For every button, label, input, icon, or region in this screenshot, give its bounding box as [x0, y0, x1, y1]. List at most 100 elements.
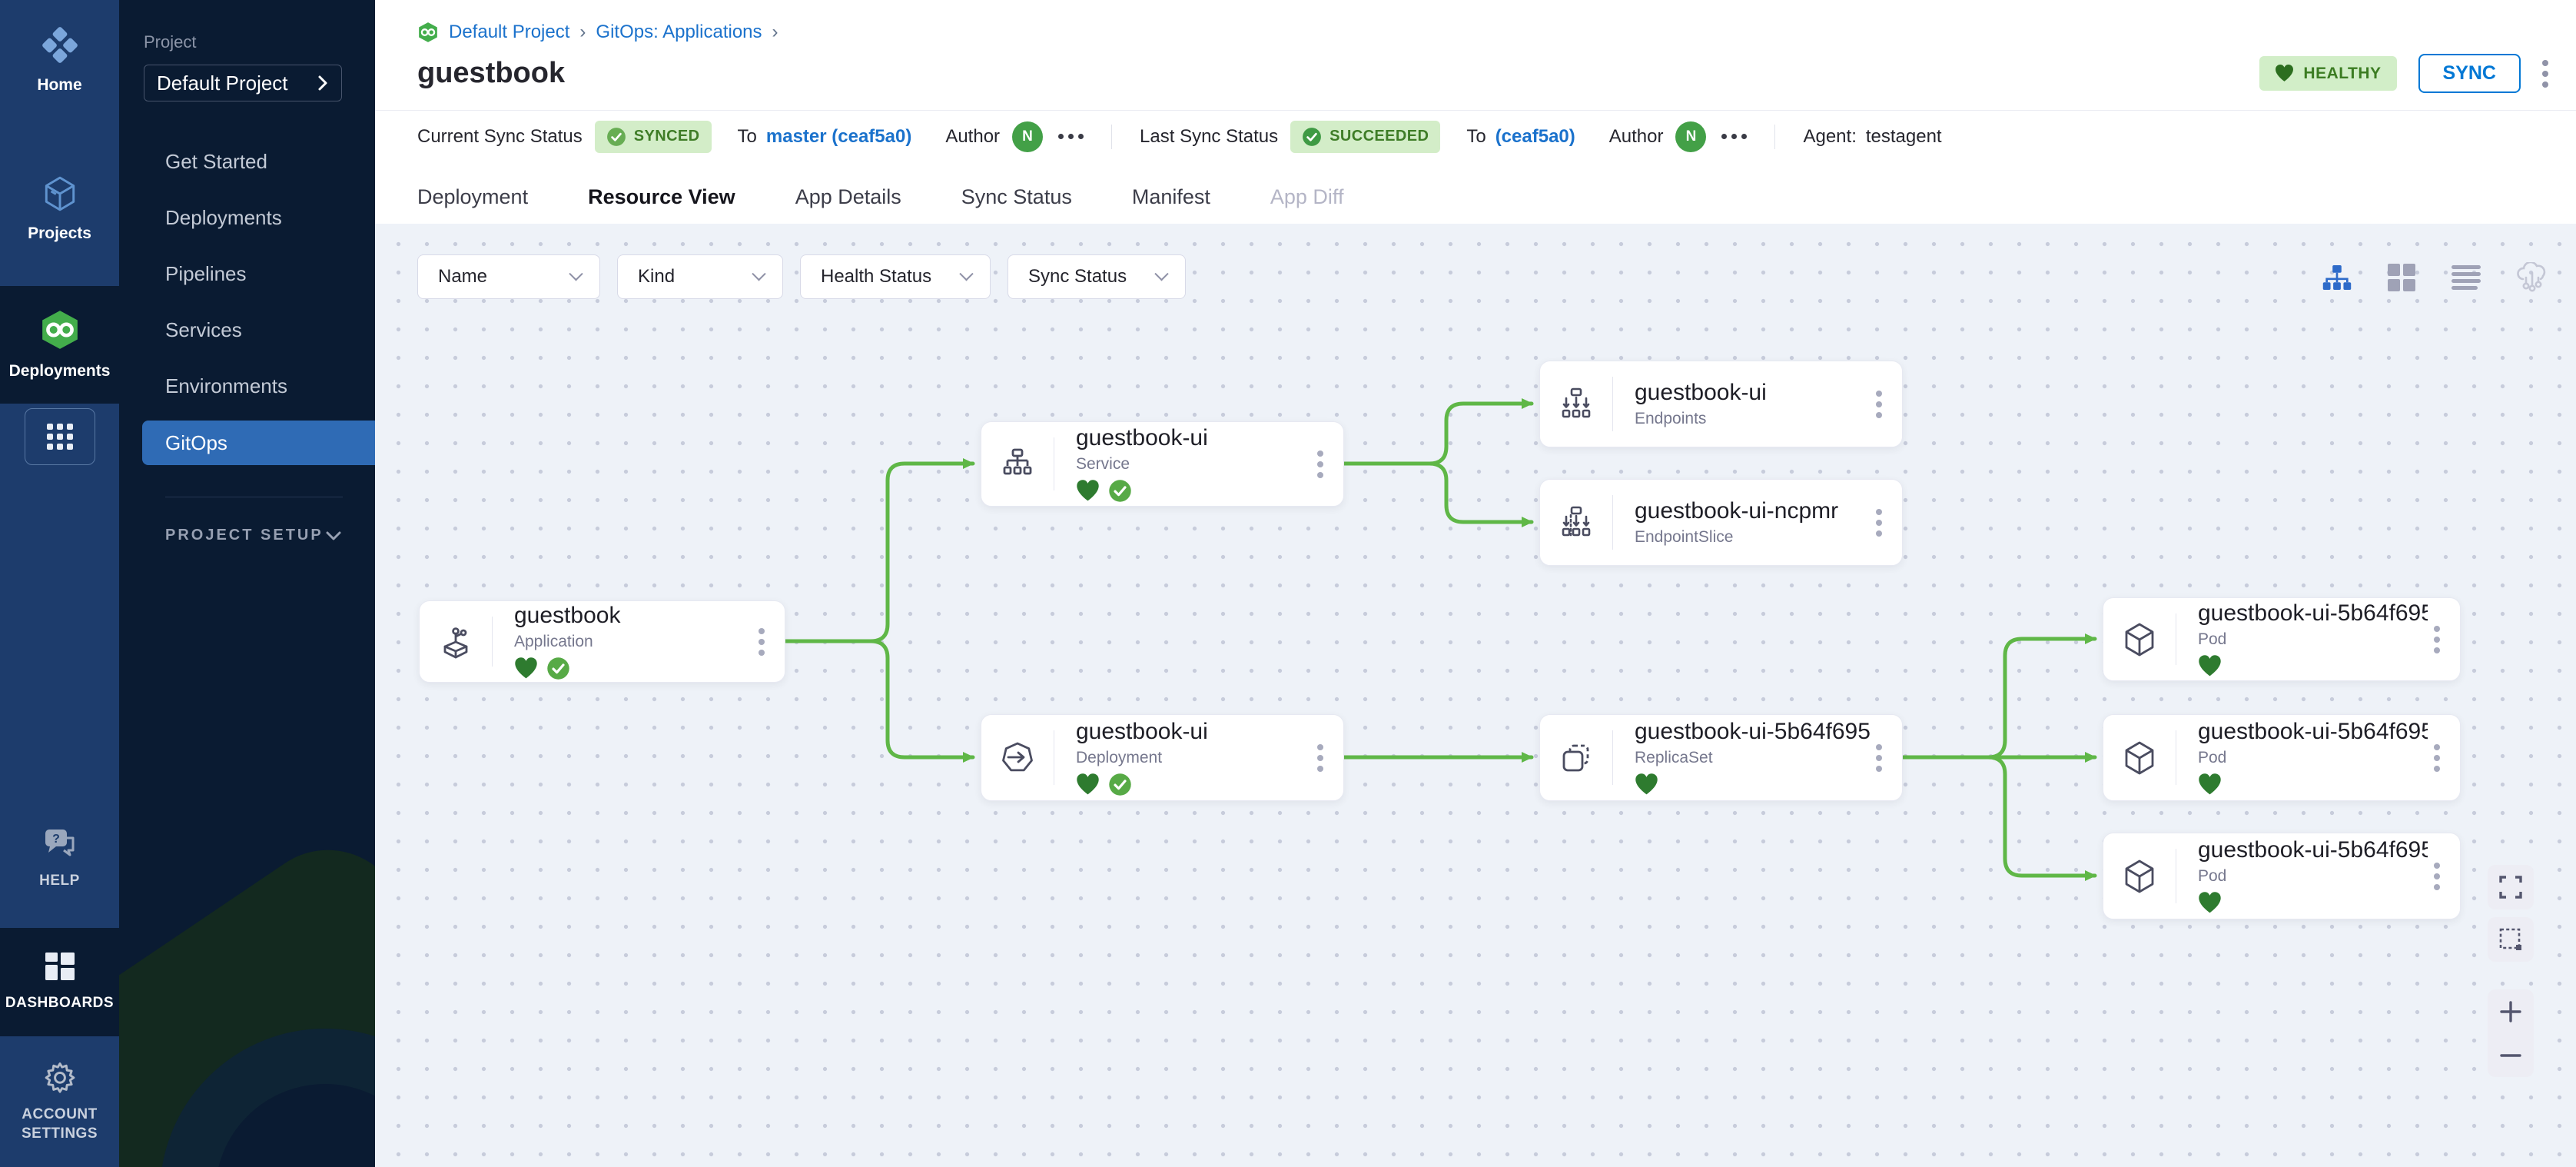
resource-node-pod[interactable]: guestbook-ui-5b64f6959... Pod	[2103, 597, 2461, 681]
last-sync-target-link[interactable]: (ceaf5a0)	[1495, 125, 1575, 147]
zoom-in-button[interactable]	[2500, 1000, 2521, 1022]
rail-item-help[interactable]: ? HELP	[0, 804, 119, 914]
last-sync-status-label: Last Sync Status	[1140, 125, 1279, 147]
node-menu-button[interactable]	[1317, 743, 1323, 772]
check-circle-icon	[1302, 127, 1322, 147]
healthy-heart-icon	[1076, 773, 1100, 796]
node-name: guestbook-ui	[1076, 719, 1208, 744]
projects-icon	[45, 176, 75, 211]
healthy-heart-icon	[1076, 479, 1100, 503]
tab-app-diff: App Diff	[1270, 185, 1344, 208]
node-menu-button[interactable]	[1876, 390, 1882, 418]
zoom-stack	[2488, 989, 2534, 1077]
module-picker-button[interactable]	[24, 408, 95, 465]
rail-item-dashboards[interactable]: DASHBOARDS	[0, 928, 119, 1036]
app-menu-button[interactable]	[2542, 59, 2548, 88]
fit-to-screen-button[interactable]	[2488, 865, 2534, 909]
status-divider	[1774, 124, 1776, 149]
breadcrumb-link-project[interactable]: Default Project	[449, 22, 570, 42]
status-bar: Current Sync Status SYNCED To master (ce…	[375, 110, 2576, 162]
canvas-controls	[2488, 865, 2534, 1077]
node-kind: Application	[514, 633, 593, 650]
more-commit-info-button[interactable]	[1721, 134, 1748, 139]
health-status-filter-dropdown[interactable]: Health Status	[800, 254, 991, 299]
network-view-icon[interactable]	[2516, 262, 2548, 293]
sidebar-item-environments[interactable]: Environments	[165, 374, 287, 397]
chevron-down-icon	[752, 266, 766, 281]
node-name: guestbook-ui-5b64f6959...	[2198, 837, 2428, 863]
author-avatar[interactable]: N	[1012, 121, 1044, 152]
kind-filter-dropdown[interactable]: Kind	[617, 254, 783, 299]
resource-node-deployment[interactable]: guestbook-ui Deployment	[981, 714, 1344, 801]
tree-view-icon[interactable]	[2322, 263, 2352, 292]
sync-button[interactable]: SYNC	[2418, 54, 2521, 93]
node-kind: EndpointSlice	[1635, 528, 1734, 546]
node-status-row	[514, 657, 752, 680]
list-view-icon[interactable]	[2451, 264, 2481, 291]
project-selector[interactable]: Default Project	[144, 65, 342, 101]
node-menu-button[interactable]	[2434, 862, 2440, 890]
node-menu-button[interactable]	[759, 627, 765, 656]
node-menu-button[interactable]	[1876, 508, 1882, 537]
node-name: guestbook-ui	[1076, 425, 1208, 451]
node-menu-button[interactable]	[2434, 625, 2440, 653]
rail-item-projects[interactable]: Projects	[0, 151, 119, 266]
service-icon	[981, 446, 1054, 483]
dashboards-icon	[45, 953, 75, 981]
node-status-row	[2198, 654, 2428, 678]
sidebar-item-gitops[interactable]: GitOps	[142, 421, 375, 465]
pod-icon	[2103, 621, 2176, 658]
project-setup-toggle[interactable]: PROJECT SETUP	[119, 527, 375, 544]
node-menu-button[interactable]	[1317, 450, 1323, 478]
sidebar-item-get-started[interactable]: Get Started	[165, 150, 267, 173]
healthy-heart-icon	[2198, 891, 2222, 915]
sidebar-item-pipelines[interactable]: Pipelines	[165, 262, 247, 285]
resource-tree-edges	[783, 398, 2097, 881]
page-title: guestbook	[417, 57, 566, 89]
resource-tree-canvas[interactable]: Name Kind Health Status Sync Status	[375, 224, 2576, 1167]
rail-item-label: HELP	[39, 873, 80, 889]
breadcrumb-link-applications[interactable]: GitOps: Applications	[596, 22, 762, 42]
node-menu-button[interactable]	[2434, 743, 2440, 772]
resource-node-application[interactable]: guestbook Application	[419, 600, 785, 683]
grid-view-icon[interactable]	[2387, 263, 2416, 292]
to-label: To	[1466, 125, 1486, 147]
tab-sync-status[interactable]: Sync Status	[961, 185, 1072, 208]
tab-app-details[interactable]: App Details	[795, 185, 901, 208]
resource-node-pod[interactable]: guestbook-ui-5b64f6959... Pod	[2103, 833, 2461, 919]
resource-node-pod[interactable]: guestbook-ui-5b64f6959... Pod	[2103, 714, 2461, 801]
current-sync-status-label: Current Sync Status	[417, 125, 583, 147]
more-commit-info-button[interactable]	[1058, 134, 1084, 139]
breadcrumb-separator: ›	[579, 22, 586, 42]
resource-node-service[interactable]: guestbook-ui Service	[981, 421, 1344, 507]
name-filter-dropdown[interactable]: Name	[417, 254, 600, 299]
sidebar-item-services[interactable]: Services	[165, 318, 242, 341]
author-avatar[interactable]: N	[1675, 121, 1707, 152]
home-icon	[41, 27, 78, 63]
current-sync-target-link[interactable]: master (ceaf5a0)	[765, 125, 912, 147]
tab-bar: Deployment Resource View App Details Syn…	[375, 162, 2576, 233]
rail-item-label: Deployments	[8, 362, 111, 380]
rail-item-account-settings[interactable]: ACCOUNT SETTINGS	[0, 1036, 119, 1167]
node-status-row	[1635, 773, 1870, 796]
resource-node-endpoints[interactable]: guestbook-ui Endpoints	[1539, 361, 1903, 447]
resource-node-replicaset[interactable]: guestbook-ui-5b64f69597 ReplicaSet	[1539, 714, 1903, 801]
node-name: guestbook-ui-5b64f69597	[1635, 719, 1870, 744]
node-menu-button[interactable]	[1876, 743, 1882, 772]
rail-item-deployments[interactable]: Deployments	[0, 286, 119, 404]
synced-badge: SYNCED	[594, 120, 712, 153]
resource-node-endpointslice[interactable]: guestbook-ui-ncpmr EndpointSlice	[1539, 479, 1903, 566]
breadcrumb: Default Project › GitOps: Applications ›	[375, 0, 2576, 43]
zoom-out-button[interactable]	[2500, 1045, 2521, 1066]
node-kind: Deployment	[1076, 749, 1163, 766]
chevron-down-icon	[1154, 266, 1169, 281]
tab-manifest[interactable]: Manifest	[1131, 185, 1210, 208]
box-select-button[interactable]	[2488, 917, 2534, 962]
tab-deployment[interactable]: Deployment	[417, 185, 529, 208]
rail-item-label: ACCOUNT SETTINGS	[21, 1105, 98, 1142]
sync-status-filter-dropdown[interactable]: Sync Status	[1007, 254, 1186, 299]
tab-resource-view[interactable]: Resource View	[582, 162, 742, 232]
main-content: Default Project › GitOps: Applications ›…	[375, 0, 2576, 1167]
sidebar-item-deployments[interactable]: Deployments	[165, 206, 282, 229]
rail-item-home[interactable]: Home	[0, 0, 119, 118]
